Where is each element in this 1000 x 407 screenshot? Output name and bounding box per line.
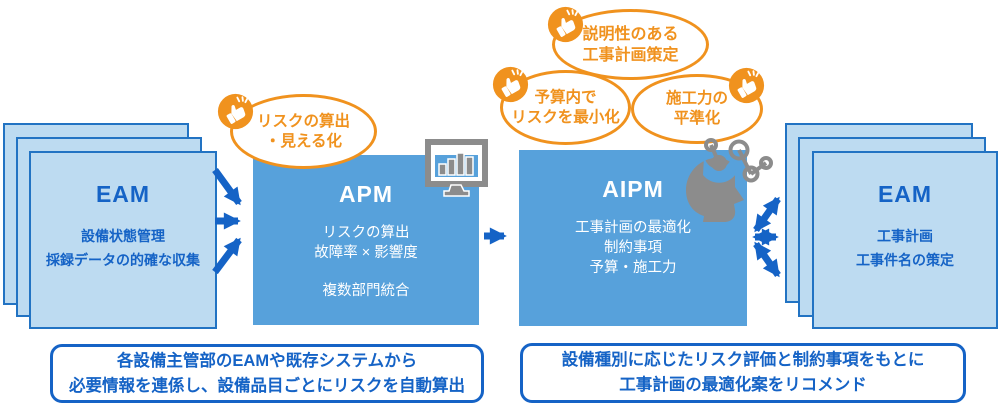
bubble-risk-calculation-line1: リスクの算出: [256, 112, 350, 130]
note-left-line2: 必要情報を連係し、設備品目ごとにリスクを自動算出: [69, 376, 465, 395]
bubble-minimize-risk-line2: リスクを最小化: [511, 108, 620, 126]
note-right-line2: 工事計画の最適化案をリコメンド: [619, 376, 867, 394]
bubble-explainable-planning-line2: 工事計画策定: [582, 46, 679, 64]
apm-line1: リスクの算出: [322, 225, 410, 241]
bubble-risk-calculation-line2: ・見える化: [264, 132, 343, 150]
monitor-bar-chart-icon: [424, 138, 488, 203]
thumbs-up-icon: [492, 66, 529, 103]
arrow-eam-to-apm-top: [212, 167, 242, 206]
arrow-aipm-eam-bottom: [753, 241, 781, 278]
bubble-explainable-planning-line1: 説明性のある: [582, 25, 679, 43]
eam-right-box: EAM 工事計画 工事件名の策定: [812, 151, 998, 329]
bubble-minimize-risk-line1: 予算内で: [534, 88, 597, 106]
eam-right-line2: 工事件名の策定: [856, 252, 954, 268]
bubble-risk-calculation: リスクの算出 ・見える化: [230, 94, 377, 169]
note-left-line1: 各設備主管部のEAMや既存システムから: [116, 351, 418, 370]
eam-left-line1: 設備状態管理: [81, 228, 165, 244]
aipm-line3: 予算・施工力: [589, 260, 677, 276]
eam-right-title: EAM: [877, 181, 933, 207]
aipm-description: 工事計画の最適化 制約事項 予算・施工力: [519, 218, 747, 278]
eam-left-line2: 採録データの的確な収集: [46, 252, 200, 268]
note-right-line1: 設備種別に応じたリスク評価と制約事項をもとに: [561, 351, 925, 369]
eam-right-line1: 工事計画: [877, 228, 933, 244]
aipm-line2: 制約事項: [604, 240, 662, 256]
thumbs-up-icon: [547, 6, 584, 43]
thumbs-up-icon: [217, 93, 254, 130]
apm-line3: 複数部門統合: [322, 283, 410, 299]
eam-right-description: 工事計画 工事件名の策定: [814, 224, 996, 272]
bubble-leveling-line2: 平準化: [673, 110, 721, 127]
bubble-minimize-risk-within-budget: 予算内で リスクを最小化: [500, 70, 631, 145]
aipm-line1: 工事計画の最適化: [575, 220, 691, 236]
arrow-eam-to-apm-bottom: [212, 237, 242, 275]
eam-left-title: EAM: [95, 181, 151, 207]
thumbs-up-icon: [728, 67, 765, 104]
eam-left-description: 設備状態管理 採録データの的確な収集: [31, 224, 215, 272]
apm-title: APM: [338, 181, 394, 207]
note-aipm-recommendation: 設備種別に応じたリスク評価と制約事項をもとに 工事計画の最適化案をリコメンド: [520, 343, 966, 403]
eam-left-box: EAM 設備状態管理 採録データの的確な収集: [29, 151, 217, 329]
bubble-leveling-line1: 施工力の: [665, 90, 728, 107]
apm-line2: 故障率 × 影響度: [314, 245, 418, 261]
ai-head-network-icon: [680, 134, 776, 227]
apm-description: リスクの算出 故障率 × 影響度 複数部門統合: [253, 223, 479, 301]
aipm-title: AIPM: [602, 176, 664, 202]
arrow-aipm-eam-top: [753, 196, 781, 233]
note-eam-to-apm: 各設備主管部のEAMや既存システムから 必要情報を連係し、設備品目ごとにリスクを…: [50, 344, 484, 403]
